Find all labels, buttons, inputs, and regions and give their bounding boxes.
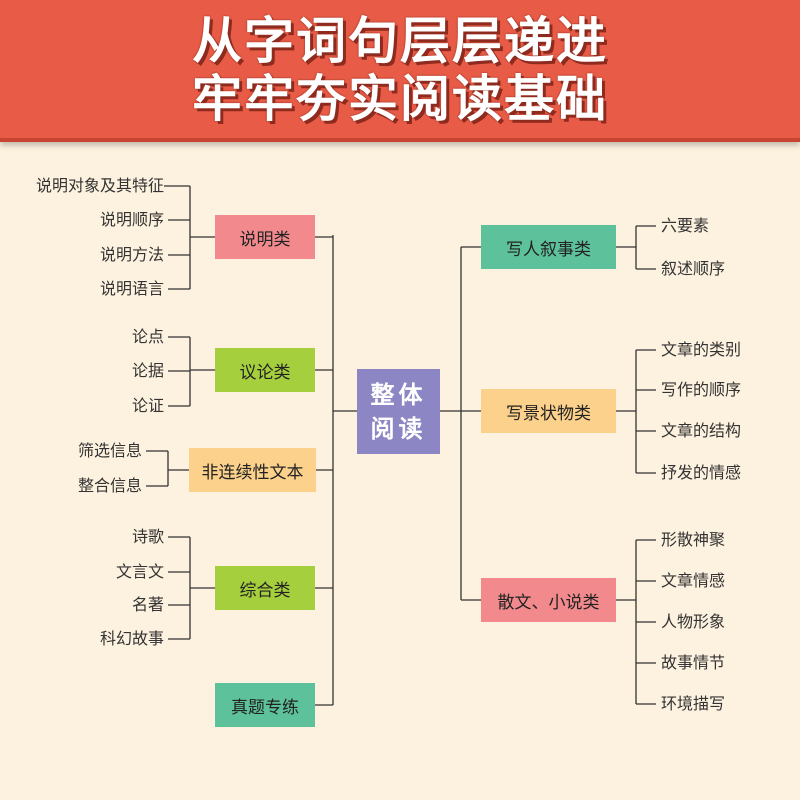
header-title-line2: 牢牢夯实阅读基础 [192, 70, 608, 128]
leaf-sanwen-4: 故事情节 [661, 653, 726, 672]
leaf-xiejing-3: 文章的结构 [661, 421, 742, 440]
node-sanwen: 散文、小说类 [481, 578, 616, 622]
leaf-feilianxu-2: 整合信息 [77, 476, 142, 495]
leaf-yilun-3: 论证 [131, 396, 164, 415]
leaf-sanwen-1: 形散神聚 [661, 530, 726, 549]
leaf-zonghe-3: 名著 [131, 595, 164, 614]
leaf-shuoming-3: 说明方法 [99, 245, 164, 264]
leaf-zonghe-4: 科幻故事 [99, 629, 164, 648]
leaf-shuoming-1: 说明对象及其特征 [35, 176, 164, 195]
leaf-xiejing-4: 抒发的情感 [661, 463, 742, 482]
leaf-sanwen-5: 环境描写 [661, 694, 726, 713]
leaf-sanwen-2: 文章情感 [661, 571, 726, 590]
leaf-yilun-2: 论据 [131, 361, 164, 380]
node-xieren: 写人叙事类 [481, 225, 616, 269]
center-node: 整体 阅读 [357, 369, 440, 454]
header-banner: 从字词句层层递进 牢牢夯实阅读基础 [0, 0, 800, 142]
leaf-zonghe-1: 诗歌 [131, 527, 164, 546]
center-node-line2: 阅读 [370, 414, 427, 443]
leaf-xieren-1: 六要素 [661, 216, 710, 235]
leaf-feilianxu-1: 筛选信息 [77, 441, 142, 460]
leaf-xiejing-1: 文章的类别 [661, 340, 742, 359]
leaf-zonghe-2: 文言文 [115, 562, 164, 581]
leaf-shuoming-2: 说明顺序 [99, 210, 164, 229]
leaf-xiejing-2: 写作的顺序 [661, 380, 742, 399]
header-title-line1: 从字词句层层递进 [192, 12, 608, 70]
leaf-sanwen-3: 人物形象 [661, 612, 726, 631]
leaf-shuoming-4: 说明语言 [99, 279, 164, 298]
node-zhenti: 真题专练 [215, 683, 315, 727]
node-zonghe: 综合类 [215, 566, 315, 610]
node-feilianxu: 非连续性文本 [189, 448, 316, 492]
leaf-xieren-2: 叙述顺序 [661, 259, 726, 278]
center-node-line1: 整体 [370, 380, 427, 409]
node-xiejing: 写景状物类 [481, 389, 616, 433]
node-yilun: 议论类 [215, 348, 315, 392]
leaf-yilun-1: 论点 [131, 327, 164, 346]
node-shuoming: 说明类 [215, 215, 315, 259]
